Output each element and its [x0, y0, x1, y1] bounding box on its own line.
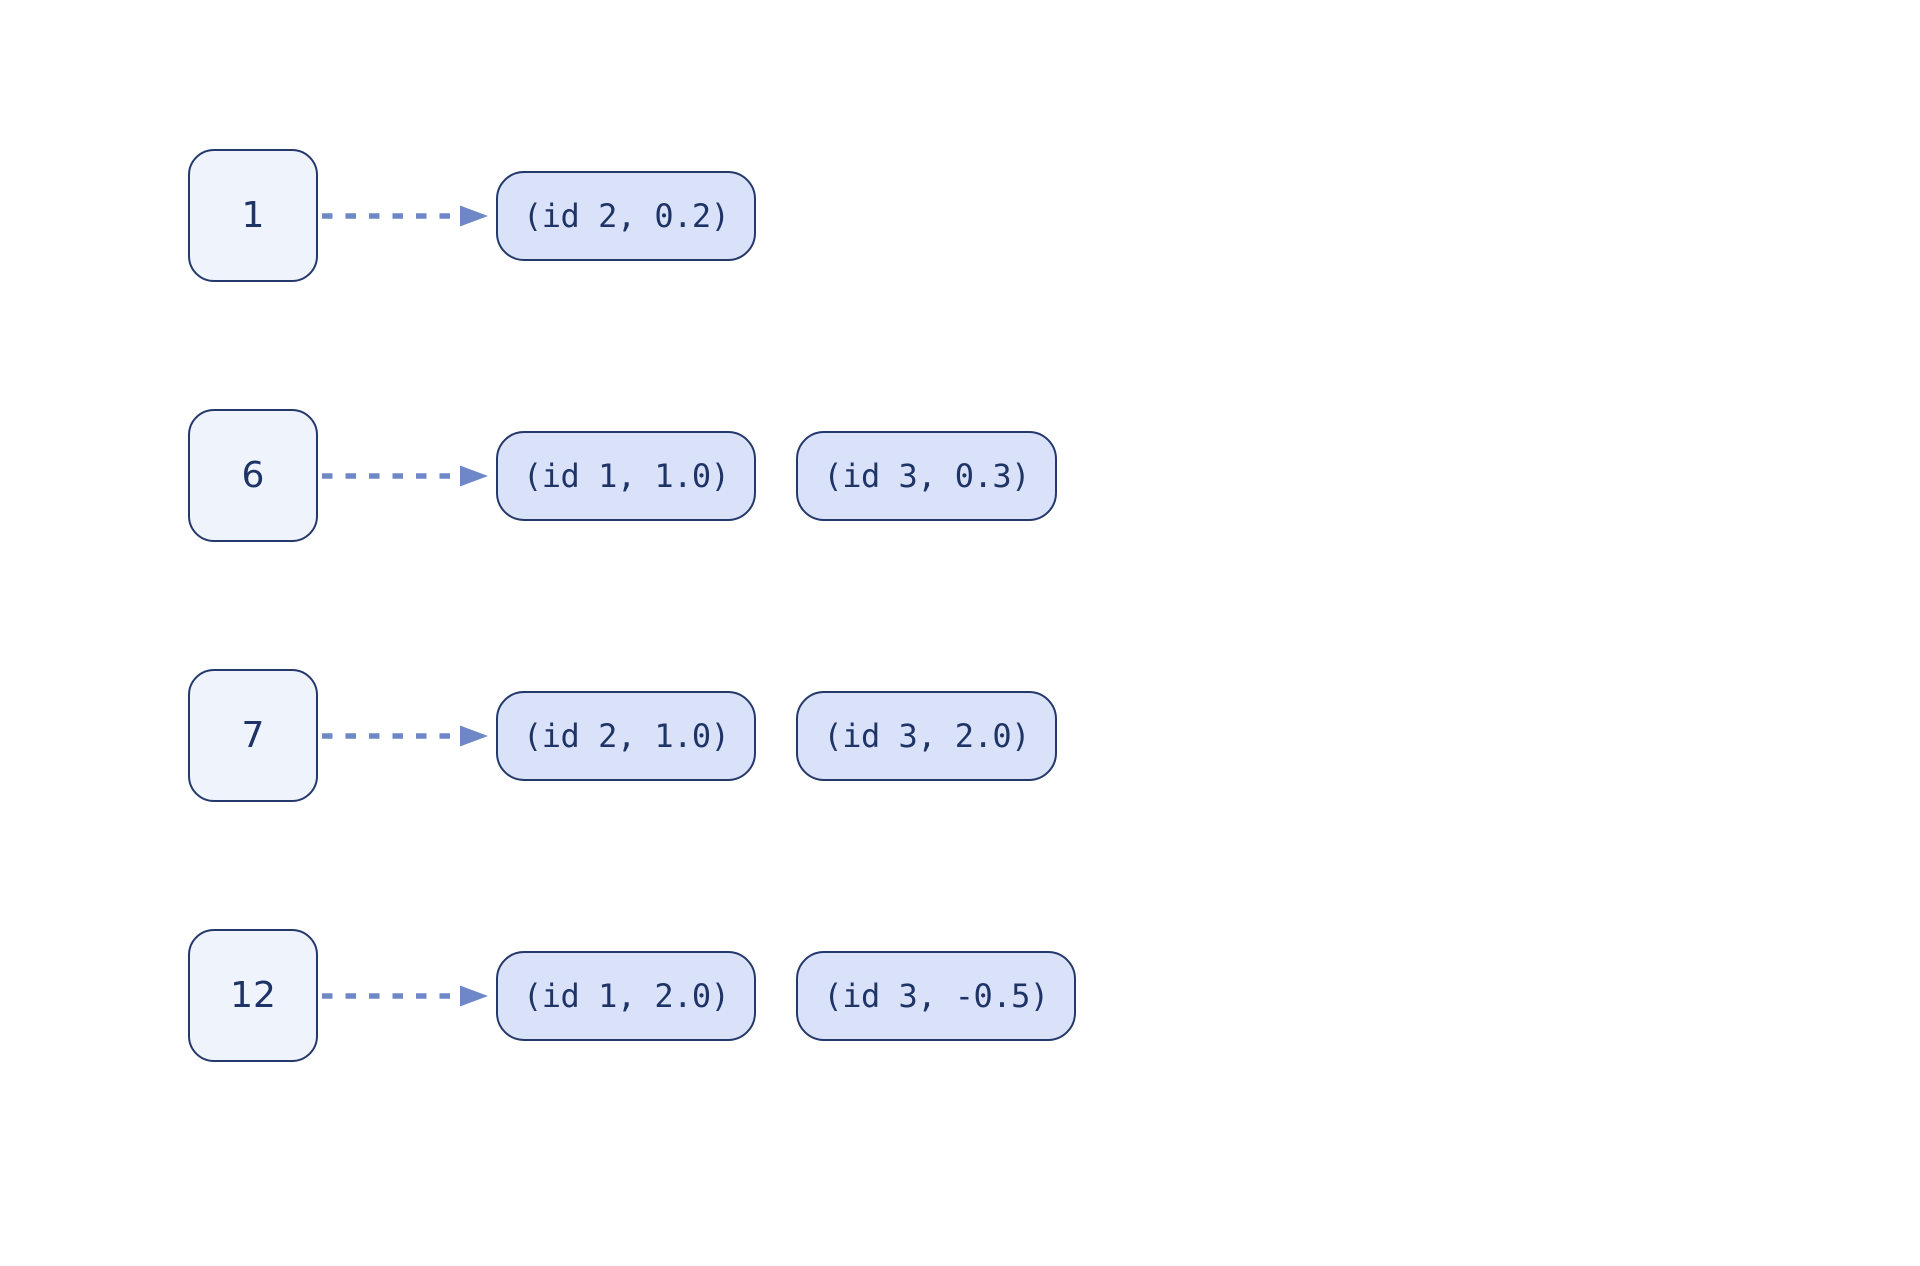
adjacency-row: 1 (id 2, 0.2) — [188, 149, 1076, 282]
entry-pill: (id 1, 2.0) — [496, 950, 757, 1041]
entry-label: (id 2, 0.2) — [523, 196, 730, 235]
entry-pill-list: (id 2, 1.0) (id 3, 2.0) — [496, 690, 1057, 781]
dashed-arrow-icon — [322, 205, 488, 226]
entry-pill: (id 2, 0.2) — [496, 170, 757, 261]
entry-label: (id 1, 1.0) — [523, 456, 730, 495]
key-node-label: 12 — [230, 975, 276, 1016]
key-node-label: 6 — [241, 455, 265, 496]
entry-label: (id 3, 0.3) — [823, 456, 1030, 495]
key-node-label: 1 — [241, 195, 265, 236]
key-node-label: 7 — [241, 715, 265, 756]
entry-pill-list: (id 1, 2.0) (id 3, -0.5) — [496, 950, 1076, 1041]
entry-pill: (id 2, 1.0) — [496, 690, 757, 781]
key-node-box: 7 — [188, 669, 318, 802]
key-node-box: 12 — [188, 929, 318, 1062]
dashed-arrow-icon — [322, 465, 488, 486]
entry-label: (id 3, 2.0) — [823, 716, 1030, 755]
adjacency-row: 12 (id 1, 2.0) (id 3, -0.5) — [188, 929, 1076, 1062]
adjacency-row: 6 (id 1, 1.0) (id 3, 0.3) — [188, 409, 1076, 542]
adjacency-list-diagram: 1 (id 2, 0.2) 6 (id 1, 1.0) (id 3, 0.3) 7… — [188, 149, 1076, 1062]
entry-pill: (id 3, 2.0) — [796, 690, 1057, 781]
dashed-arrow-icon — [322, 725, 488, 746]
entry-pill: (id 3, 0.3) — [796, 430, 1057, 521]
key-node-box: 6 — [188, 409, 318, 542]
dashed-arrow-icon — [322, 985, 488, 1006]
entry-pill: (id 1, 1.0) — [496, 430, 757, 521]
entry-pill-list: (id 2, 0.2) — [496, 170, 757, 261]
entry-label: (id 2, 1.0) — [523, 716, 730, 755]
adjacency-row: 7 (id 2, 1.0) (id 3, 2.0) — [188, 669, 1076, 802]
entry-label: (id 1, 2.0) — [523, 976, 730, 1015]
entry-pill: (id 3, -0.5) — [796, 950, 1076, 1041]
entry-pill-list: (id 1, 1.0) (id 3, 0.3) — [496, 430, 1057, 521]
key-node-box: 1 — [188, 149, 318, 282]
entry-label: (id 3, -0.5) — [823, 976, 1049, 1015]
